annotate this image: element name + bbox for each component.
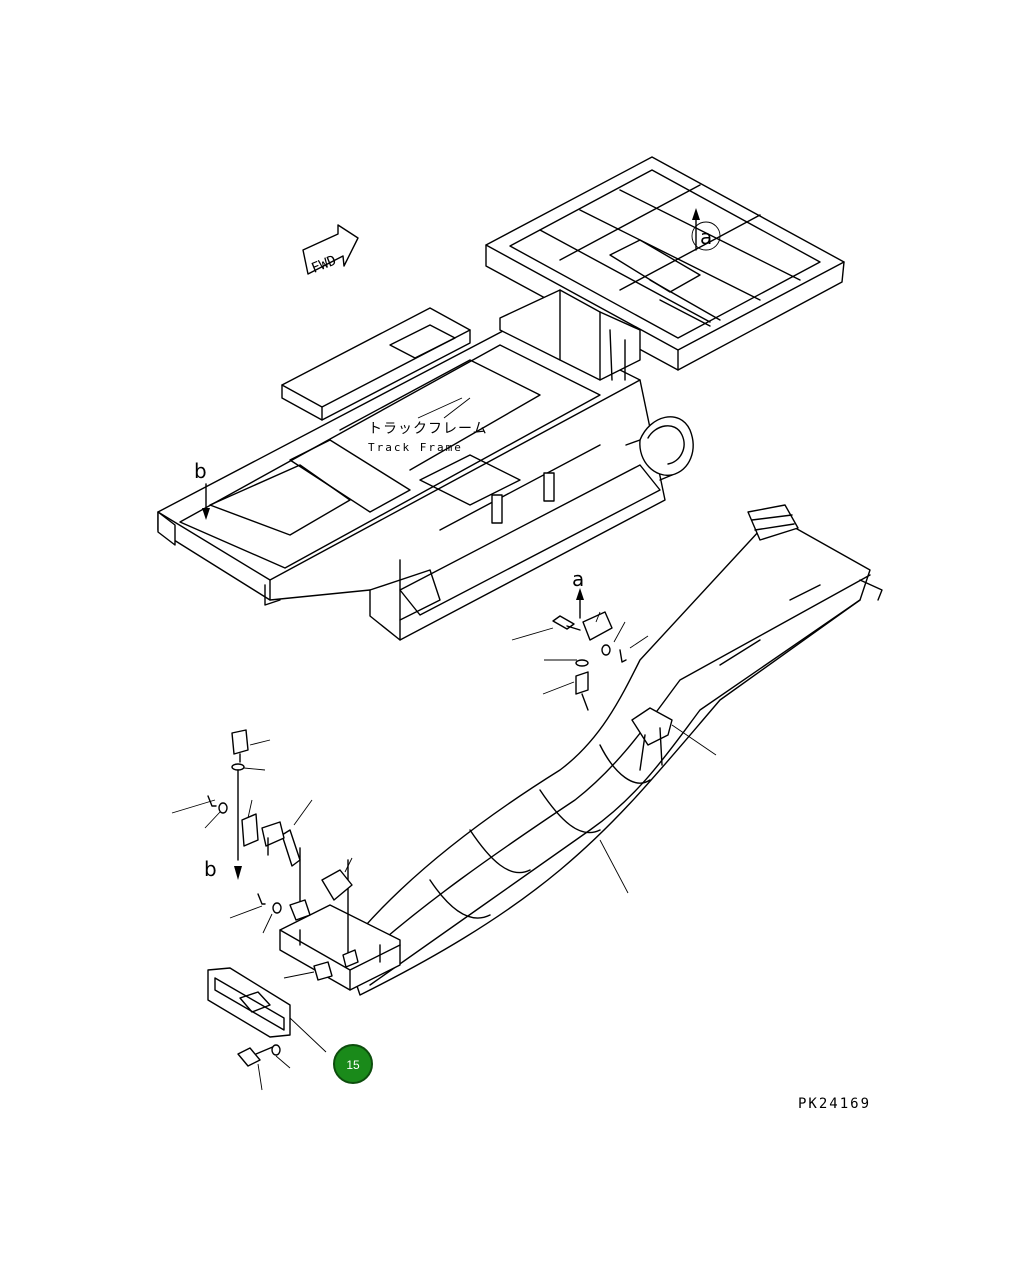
track-frame-label-jp: トラックフレーム [368,421,488,437]
hardware-parts: a b [204,567,627,1067]
view-b-label-top: b [194,459,207,483]
callout-number[interactable]: 15 [346,1058,360,1072]
track-frame-assembly: a トラックフレーム Track Fram [157,156,845,641]
view-a-label-top: a [700,225,712,249]
callout-badge [333,1044,373,1084]
fwd-arrow-icon: FWD [302,224,359,277]
front-guard-plate [207,967,291,1038]
track-guard-assembly [279,504,883,996]
track-frame-label-en: Track Frame [368,441,463,454]
view-b-label-side: b [204,857,217,881]
drawing-number: PK24169 [798,1096,871,1112]
leader-lines [171,611,717,1091]
callout-15[interactable]: 15 [333,1044,373,1084]
view-a-label-side: a [572,567,584,591]
